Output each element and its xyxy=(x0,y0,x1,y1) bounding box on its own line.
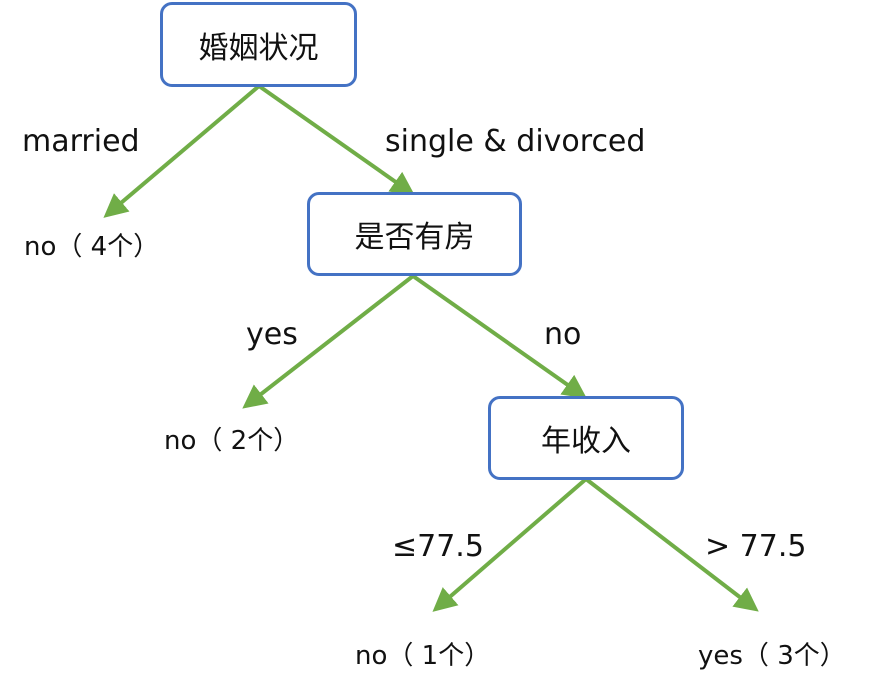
edge-label-yes: yes xyxy=(246,317,298,352)
node-annual-income: 年收入 xyxy=(488,396,684,480)
edge-income-to-le-leaf xyxy=(432,477,588,612)
edge-root-to-married-leaf xyxy=(103,84,261,218)
edge-label-married: married xyxy=(22,124,140,159)
edge-root-to-house xyxy=(257,84,415,196)
edge-income-to-gt-leaf xyxy=(584,477,759,612)
leaf-house-yes-no: no（ 2个） xyxy=(164,426,300,456)
edge-label-le-77-5: ≤77.5 xyxy=(392,529,484,564)
edge-house-to-income xyxy=(411,274,587,399)
edge-label-no: no xyxy=(544,317,582,352)
leaf-income-le-no: no（ 1个） xyxy=(355,641,491,671)
leaf-married-no: no（ 4个） xyxy=(24,232,160,262)
leaf-income-gt-yes: yes（ 3个） xyxy=(698,641,846,671)
edge-label-gt-77-5: > 77.5 xyxy=(705,529,807,564)
edge-label-single-divorced: single & divorced xyxy=(385,124,646,159)
node-marital-status: 婚姻状况 xyxy=(160,2,357,87)
edge-house-to-yes-leaf xyxy=(242,274,415,409)
node-has-house: 是否有房 xyxy=(307,192,522,276)
